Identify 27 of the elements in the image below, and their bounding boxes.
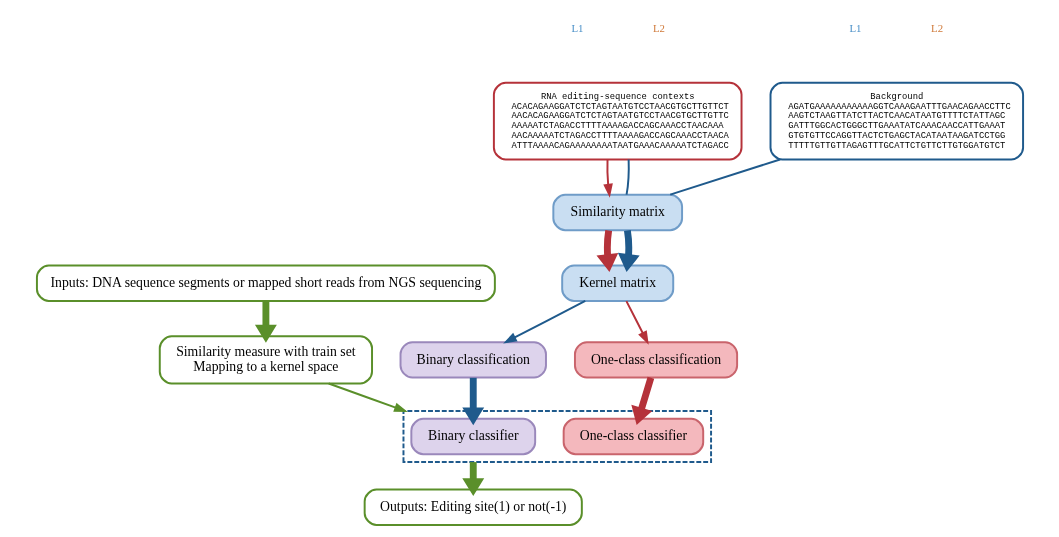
- node-box: Kernel matrix: [560, 264, 674, 302]
- cluster: [402, 410, 712, 464]
- label: L2: [652, 22, 665, 35]
- node-box: Background AGATGAAAAAAAAAAAGGTCAAAGAATTTGAACAGAACCTTC AAGTCTAAGTTATCTTACTCAACATAATGTTTTCTATTAGC GATTTGGCACTGGGCTTGAAATATCAAACAACCATTGAAAT GTGTGTTCCAGGTTACTCTGAGCTACATAATAAGATCCTGG TTTTTGTTGTTAGAGTTTGCATTCTGTTCTTGTGGATGTCT: [769, 81, 1024, 161]
- arrow: [502, 300, 586, 344]
- node-box: One-class classifier: [562, 417, 704, 456]
- arrow: [617, 229, 640, 272]
- label: L1: [849, 22, 862, 35]
- connector: [625, 158, 630, 196]
- label: L2: [930, 22, 943, 35]
- node-box: Outputs: Editing site(1) or not(-1): [363, 488, 583, 526]
- label: L1: [570, 22, 583, 35]
- arrow: [630, 376, 654, 425]
- arrow: [254, 301, 277, 343]
- node-box: Similarity matrix: [551, 193, 683, 232]
- arrow: [461, 377, 484, 426]
- arrow: [602, 158, 613, 198]
- node-box: RNA editing-sequence contexts ACACAGAAGGATCTCTAGTAATGTCCTAACGTGCTTGTTCT AACACAGAAGGATCTCTAGTAATGTCCTAACGTGCTTGTTC AAAAATCTAGACCTTTTAAAAGACCAGCAAACCTAACAAA AACAAAAATCTAGACCTTTTAAAAGACCAGCAAACCTAACA ATTTAAAACAGAAAAAAAATAATGAAACAAAAATCTAGACC: [492, 81, 742, 161]
- arrow: [327, 382, 408, 412]
- node-box: Binary classifier: [409, 417, 536, 456]
- node-box: One-class classification: [573, 341, 738, 379]
- arrow: [596, 229, 618, 272]
- node-box: Binary classification: [399, 341, 547, 379]
- arrow: [624, 300, 649, 345]
- node-box: Inputs: DNA sequence segments or mapped short reads from NGS sequencing: [35, 264, 496, 302]
- connector: [668, 158, 781, 196]
- node-box: Similarity measure with train set Mapping to a kernel space: [158, 335, 373, 385]
